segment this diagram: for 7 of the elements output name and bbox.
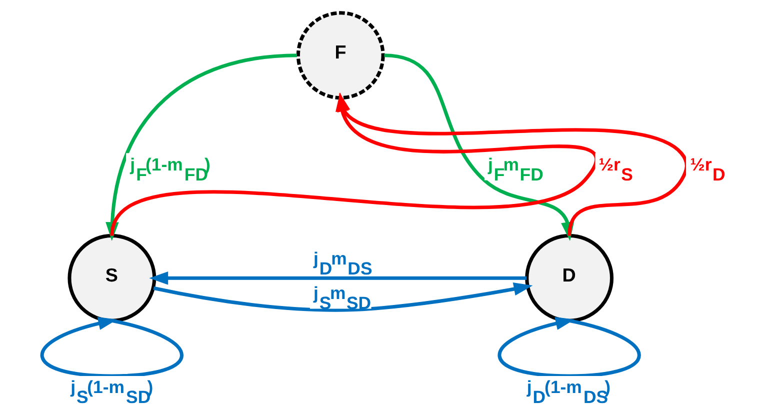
arrow <box>40 317 184 378</box>
arrow <box>337 92 688 236</box>
node-circle: F <box>296 11 385 100</box>
arrow <box>498 317 641 378</box>
arrow <box>149 272 527 285</box>
node-circle: D <box>525 234 614 322</box>
node-circle: S <box>68 234 156 322</box>
